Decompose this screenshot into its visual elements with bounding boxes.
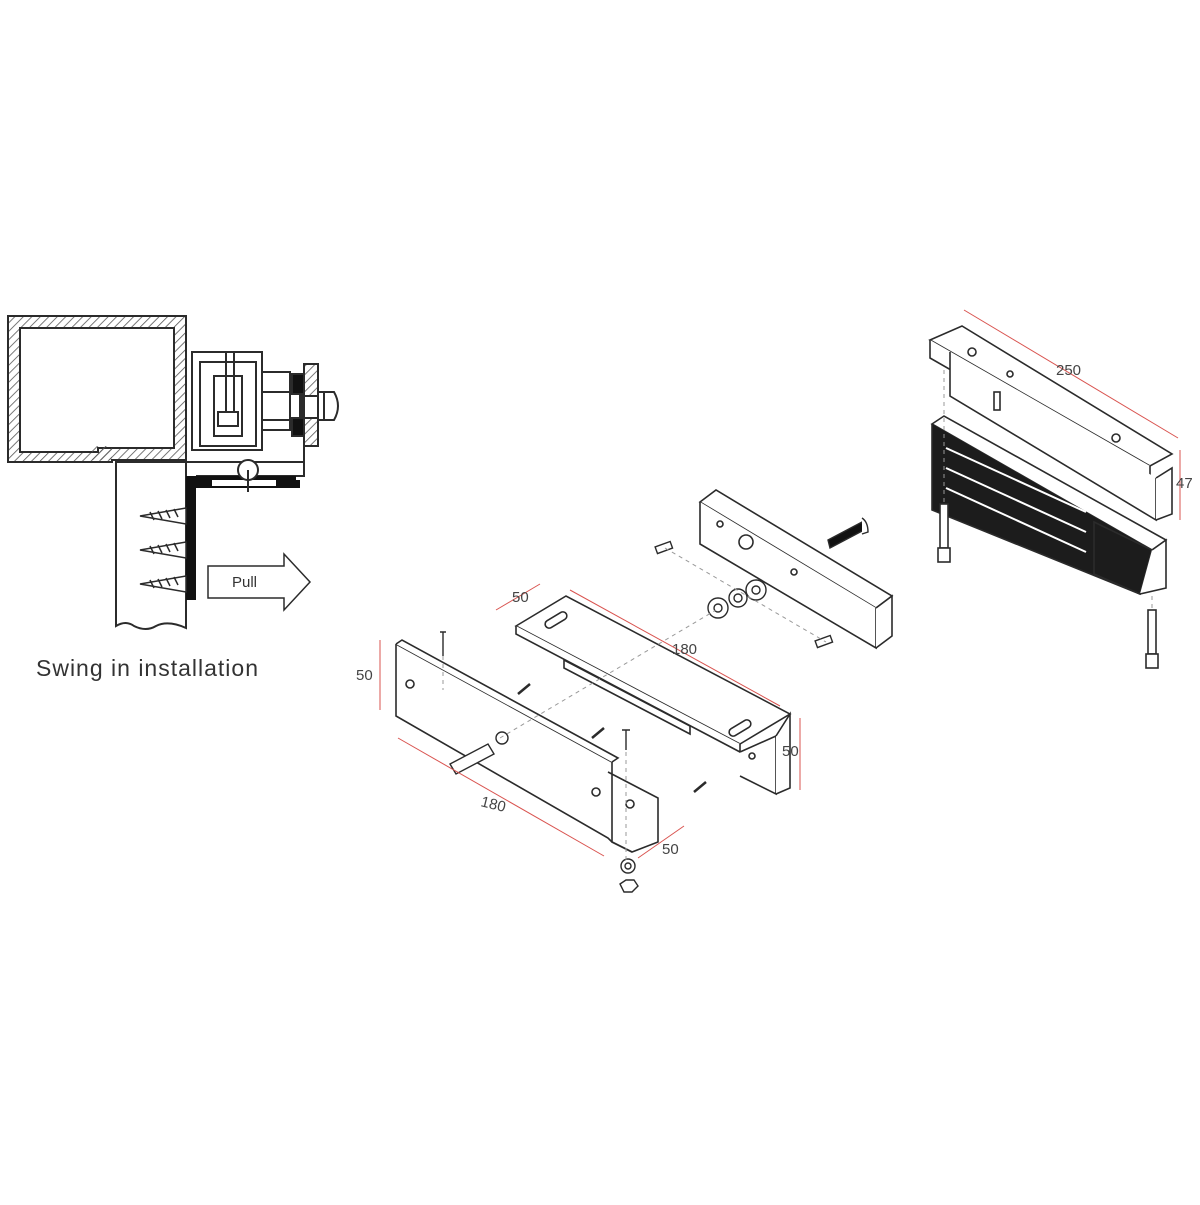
magnet-assembly [928,309,1181,669]
wood-screws [139,507,187,593]
bracket-assembly [379,489,894,893]
dim-z-bracket-width: 50 [512,589,529,606]
magnet-body [930,415,1168,596]
magnet-bolts [937,503,1159,669]
pull-label: Pull [232,574,257,591]
swing-in-caption: Swing in installation [36,655,259,681]
dim-l-bracket-depth: 50 [662,841,679,858]
magnet-dim-lines [963,309,1181,520]
dim-z-bracket-height: 50 [782,743,799,760]
mounting-plate [928,325,1174,522]
door-frame [7,315,187,463]
dim-l-bracket-length: 180 [479,793,507,816]
pull-arrow [207,552,312,612]
dim-z-bracket-length: 180 [672,641,697,658]
swing-in-section [7,315,339,630]
dim-l-bracket-height: 50 [356,667,373,684]
bracket-dimension-lines [379,583,801,859]
z-bracket [514,595,792,796]
dim-magnet-length: 250 [1056,362,1081,379]
magnet-assembly-lines [943,370,1153,610]
armature-plate [698,489,894,650]
assembly-lines [442,547,827,860]
magnet-housing [191,351,301,451]
fasteners [440,517,869,893]
l-bracket [395,639,659,853]
dim-magnet-height: 47 [1176,475,1193,492]
armature-bolt [291,363,339,447]
